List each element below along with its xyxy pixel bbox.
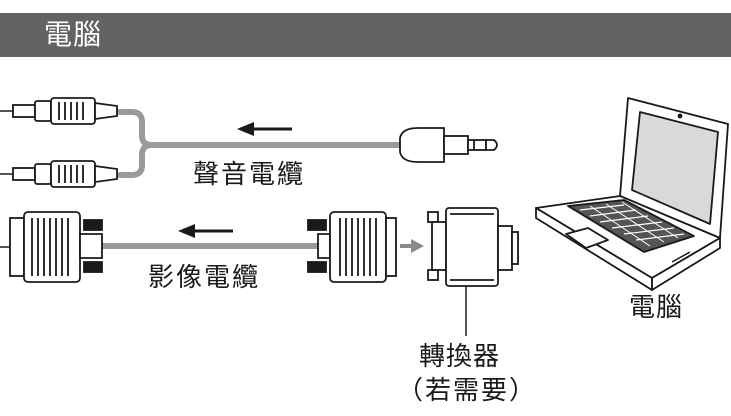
audio-cable: [117, 109, 403, 178]
computer-label: 電腦: [629, 293, 684, 323]
adapter-icon: [427, 207, 519, 287]
adapter-label: 轉換器: [419, 342, 501, 372]
audio-cable-label: 聲音電纜: [193, 160, 306, 190]
vga-connector-icon: [307, 211, 397, 283]
rca-plug-icon: [12, 160, 118, 188]
arrow-left-icon: [178, 224, 233, 238]
rca-plug-icon: [12, 97, 118, 125]
laptop-icon: [535, 97, 729, 291]
section-title: 電腦: [44, 18, 103, 51]
mini-jack-plug-icon: [399, 127, 498, 163]
vga-connector-icon: [9, 211, 103, 283]
video-cable-label: 影像電纜: [148, 263, 261, 293]
section-header: 電腦: [0, 13, 731, 57]
adapter-note: （若需要）: [397, 376, 538, 406]
arrow-left-icon: [237, 122, 292, 136]
lead-lines: [0, 110, 13, 248]
arrow-right-icon: [400, 239, 424, 253]
